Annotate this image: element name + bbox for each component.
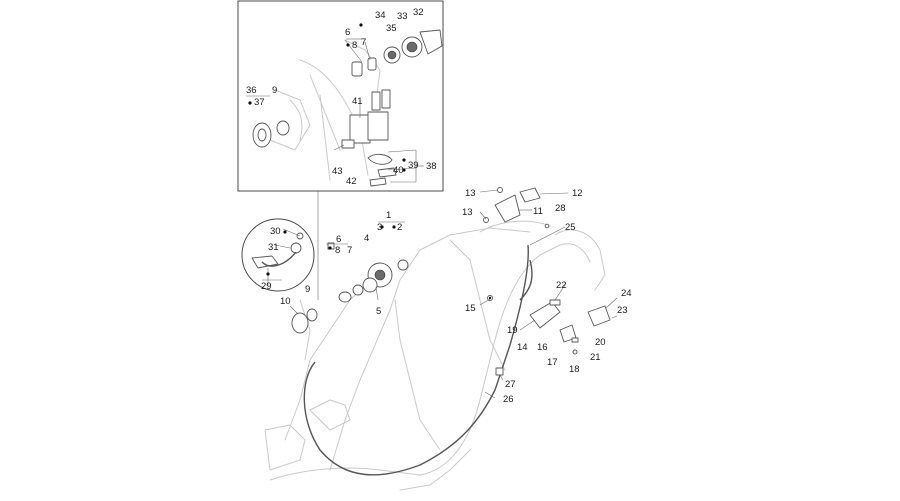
callout-34: 34 xyxy=(375,10,386,21)
callout-6-inset: 6 xyxy=(345,27,350,38)
key-fob-part xyxy=(367,153,393,165)
key-blade-part xyxy=(377,167,397,178)
callout-7-main: 7 xyxy=(347,245,352,256)
bushing-part xyxy=(351,61,363,77)
control-unit-part-2 xyxy=(367,111,389,141)
callout-16: 16 xyxy=(537,342,548,353)
cylinder-part xyxy=(397,259,409,271)
callout-dots xyxy=(248,23,492,300)
callout-25: 25 xyxy=(565,222,576,233)
lock-cylinder-core xyxy=(387,50,397,60)
inset-ghost-frame xyxy=(269,39,381,181)
bracket-assembly-part xyxy=(251,255,279,269)
key-blade-part-2 xyxy=(369,177,387,187)
clip-27-part xyxy=(495,367,504,376)
ring-seal-part xyxy=(276,120,290,136)
screw-13-part xyxy=(483,217,489,223)
callout-8-main: 8 xyxy=(335,245,340,256)
callout-12: 12 xyxy=(572,188,583,199)
stud-part xyxy=(290,242,302,254)
cable-25 xyxy=(519,259,533,301)
callout-31: 31 xyxy=(268,242,279,253)
callout-17: 17 xyxy=(547,357,558,368)
cable-26 xyxy=(303,244,529,476)
callout-24: 24 xyxy=(621,288,632,299)
callout-27: 27 xyxy=(505,379,516,390)
scooter-frame-ghost xyxy=(264,220,606,491)
bushing-small-part xyxy=(367,57,377,71)
screw-13b-part xyxy=(497,187,503,193)
callout-7-inset: 7 xyxy=(361,37,366,48)
callout-41: 41 xyxy=(352,96,363,107)
callout-26: 26 xyxy=(503,394,514,405)
callout-38: 38 xyxy=(426,161,437,172)
ignition-ring-core xyxy=(406,41,418,53)
pin-22-part xyxy=(549,299,561,306)
callout-39: 39 xyxy=(408,160,419,171)
callout-labels: 1 2 3 4 5 6 6 7 7 8 8 9 9 10 11 12 13 13… xyxy=(246,7,632,405)
callout-13-lower: 13 xyxy=(462,207,473,218)
switch-housing-core xyxy=(257,128,267,142)
screw-28-part xyxy=(544,223,550,229)
harness-part xyxy=(261,251,297,267)
latch-part xyxy=(529,301,561,329)
bracket-12-part xyxy=(519,187,541,203)
callout-3: 3 xyxy=(377,222,382,233)
callout-5: 5 xyxy=(376,306,381,317)
leader-lines xyxy=(267,39,618,399)
callout-9-main: 9 xyxy=(305,284,310,295)
callout-18: 18 xyxy=(569,364,580,375)
lock-cap-part xyxy=(362,277,378,293)
callout-14: 14 xyxy=(517,342,528,353)
callout-35: 35 xyxy=(386,23,397,34)
detail-circle-frame xyxy=(241,218,315,292)
callout-4: 4 xyxy=(364,233,369,244)
callout-37: 37 xyxy=(254,97,265,108)
callout-19: 19 xyxy=(507,325,518,336)
callout-20: 20 xyxy=(595,337,606,348)
callout-33: 33 xyxy=(397,11,408,22)
connector-part xyxy=(371,91,381,111)
actuator-24-part xyxy=(587,305,611,327)
callout-29: 29 xyxy=(261,281,272,292)
bracket-part xyxy=(341,139,355,149)
callout-11: 11 xyxy=(533,206,543,217)
callout-30: 30 xyxy=(270,226,281,237)
callout-36: 36 xyxy=(246,85,257,96)
detail-inset-frame xyxy=(237,0,444,192)
callout-9-inset: 9 xyxy=(272,85,277,96)
connector-part-2 xyxy=(381,89,391,109)
callout-13-top: 13 xyxy=(465,188,476,199)
callout-42: 42 xyxy=(346,176,357,187)
bracket-11-part xyxy=(494,194,521,223)
ignition-cover-part xyxy=(419,29,443,55)
screw-18-part xyxy=(572,349,578,355)
callout-15: 15 xyxy=(465,303,476,314)
callout-8-inset: 8 xyxy=(352,40,357,51)
circle-inset-parts xyxy=(251,232,304,269)
ignition-lock-core xyxy=(374,269,386,281)
callout-2: 2 xyxy=(397,222,402,233)
spring-20-part xyxy=(571,337,579,343)
inset-parts xyxy=(252,29,443,187)
callout-10: 10 xyxy=(280,296,291,307)
callout-43: 43 xyxy=(332,166,343,177)
callout-32: 32 xyxy=(413,7,424,18)
callout-21: 21 xyxy=(590,352,601,363)
bushing-main-part xyxy=(338,291,352,303)
callout-6-main: 6 xyxy=(336,234,341,245)
switch-housing-main xyxy=(291,312,309,334)
callout-23: 23 xyxy=(617,305,628,316)
callout-40: 40 xyxy=(393,165,404,176)
ring-seal-main xyxy=(306,308,318,322)
callout-28: 28 xyxy=(555,203,566,214)
callout-22: 22 xyxy=(556,280,567,291)
main-parts xyxy=(291,187,611,376)
callout-1: 1 xyxy=(386,210,391,221)
control-unit-part xyxy=(349,114,371,144)
group-brackets xyxy=(246,38,405,281)
washer-part xyxy=(352,284,364,296)
